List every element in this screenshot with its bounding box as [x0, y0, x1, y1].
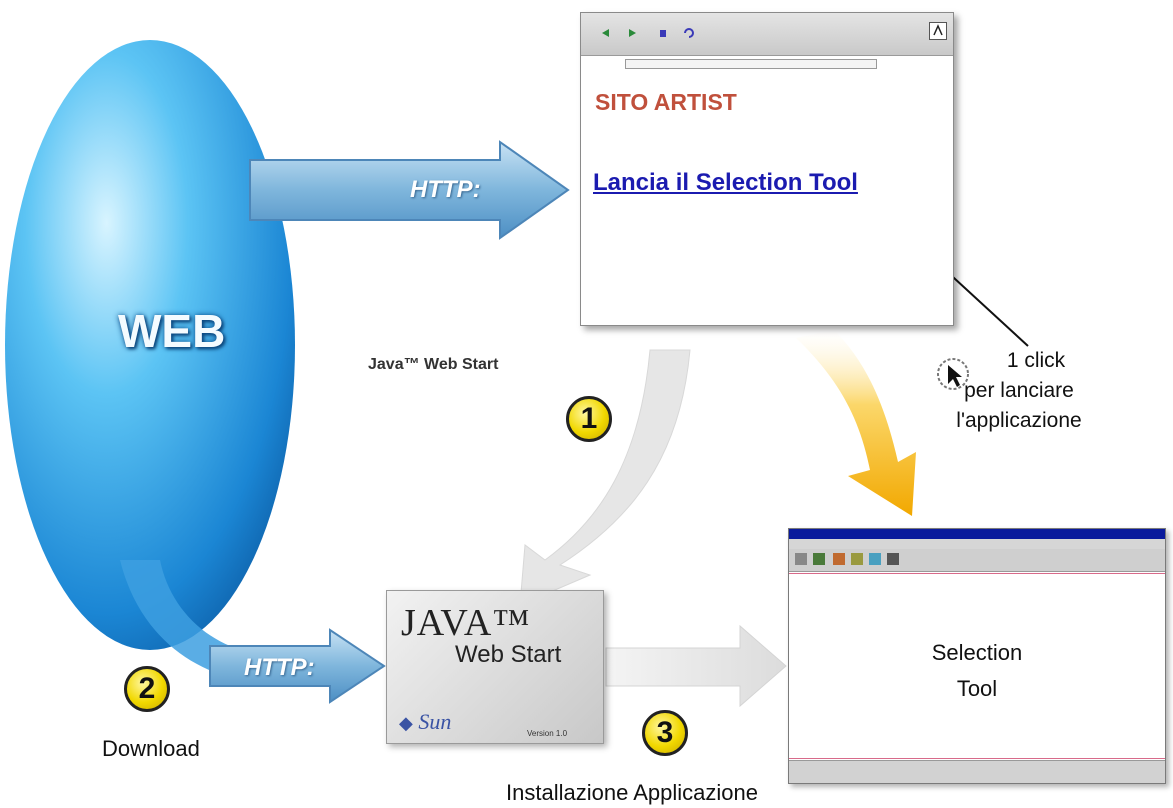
- forward-icon[interactable]: [627, 26, 639, 38]
- installation-label: Installazione Applicazione: [506, 780, 758, 805]
- home-icon[interactable]: [657, 26, 669, 38]
- click-note-line3: l'applicazione: [956, 409, 1082, 432]
- sun-diamond-icon: ◆: [399, 713, 413, 733]
- click-note-line2: per lanciare: [964, 379, 1074, 402]
- selection-tool-label: Selection Tool: [789, 635, 1165, 707]
- web-label: WEB: [118, 305, 226, 357]
- http-label-top: HTTP:: [410, 176, 481, 203]
- tool-pen-icon[interactable]: [887, 553, 899, 565]
- flow-arrow-browser-to-jws: [519, 349, 691, 606]
- click-note-line1: 1 click: [1006, 349, 1066, 372]
- step-2-badge: 2: [124, 666, 170, 712]
- selection-tool-line1: Selection: [931, 640, 1023, 665]
- step-1-badge: 1: [566, 396, 612, 442]
- tool-palette-icon[interactable]: [833, 553, 845, 565]
- tool-top-divider: [789, 573, 1165, 574]
- cursor-icon: [937, 358, 969, 390]
- back-icon[interactable]: [599, 26, 611, 38]
- site-title: SITO ARTIST: [595, 89, 737, 115]
- flow-arrow-browser-to-tool: [796, 330, 916, 516]
- tool-select-icon[interactable]: [795, 553, 807, 565]
- http-label-bottom: HTTP:: [244, 654, 315, 681]
- version-text: Version 1.0: [527, 729, 568, 738]
- tool-statusbar: [789, 760, 1165, 783]
- click-note: 1 click per lanciare l'applicazione: [944, 346, 1094, 436]
- sun-logo-text: Sun: [418, 709, 452, 734]
- tool-titlebar: [789, 529, 1165, 539]
- sun-logo: ◆ Sun: [399, 709, 451, 735]
- step-3-badge: 3: [642, 710, 688, 756]
- http-arrow-bottom: [209, 628, 386, 704]
- url-bar[interactable]: [625, 59, 877, 69]
- web-start-text: Web Start: [455, 641, 562, 668]
- java-logo-text: JAVA™: [401, 602, 531, 644]
- jws-caption: Java™ Web Start: [368, 356, 499, 373]
- tool-bottom-divider: [789, 758, 1165, 759]
- java-web-start-box: JAVA™ Web Start ◆ Sun Version 1.0: [386, 590, 604, 744]
- tool-layer-icon[interactable]: [869, 553, 881, 565]
- reload-icon[interactable]: [683, 26, 695, 38]
- flow-arrow-jws-to-tool: [605, 624, 787, 708]
- tool-toolbar: [789, 549, 1165, 572]
- selection-tool-window: Selection Tool: [788, 528, 1166, 784]
- http-arrow-top: [249, 140, 570, 240]
- selection-tool-line2: Tool: [956, 676, 998, 701]
- browser-logo-icon: [929, 22, 947, 40]
- tool-menubar: [789, 539, 1165, 549]
- tool-magic-icon[interactable]: [851, 553, 863, 565]
- browser-toolbar: [581, 13, 953, 56]
- tool-image-icon[interactable]: [813, 553, 825, 565]
- web-cloud: [5, 40, 295, 650]
- launch-selection-tool-link[interactable]: Lancia il Selection Tool: [593, 169, 858, 196]
- download-label: Download: [102, 736, 200, 761]
- browser-window: SITO ARTIST Lancia il Selection Tool: [580, 12, 954, 326]
